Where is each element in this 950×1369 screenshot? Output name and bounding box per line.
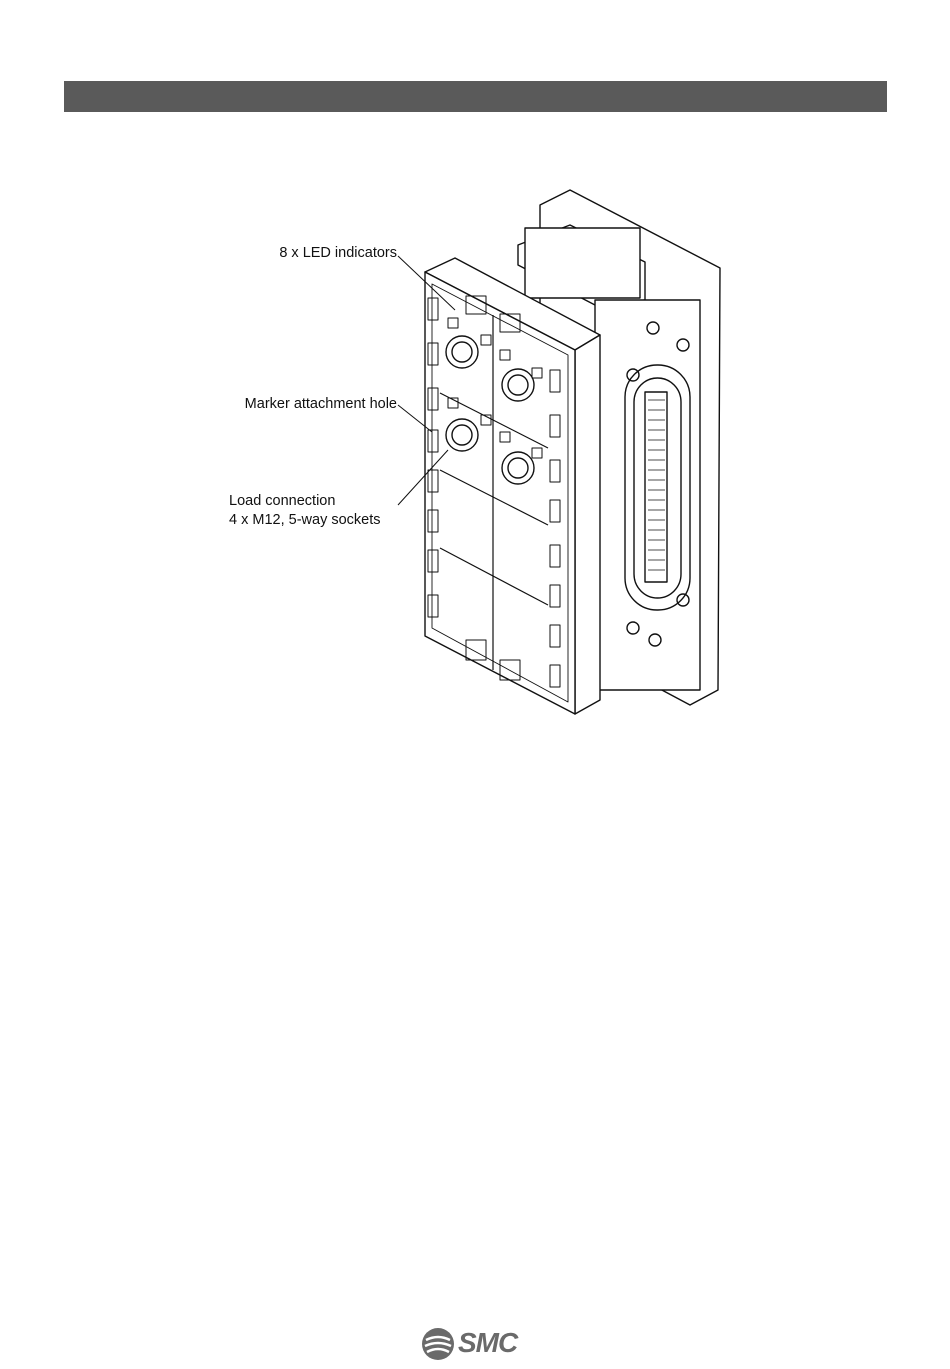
led-indicators-label: 8 x LED indicators: [279, 244, 397, 263]
marker-hole-label: Marker attachment hole: [245, 395, 397, 414]
io-module-drawing: [0, 0, 950, 760]
load-connection-label: Load connection 4 x M12, 5-way sockets: [229, 492, 381, 530]
smc-logo: SMC: [420, 1326, 530, 1362]
load-connection-line1: Load connection: [229, 492, 381, 511]
smc-logo-text: SMC: [458, 1327, 517, 1359]
smc-logo-icon: [420, 1326, 456, 1362]
front-plate: [425, 258, 600, 714]
load-connection-line2: 4 x M12, 5-way sockets: [229, 511, 381, 530]
